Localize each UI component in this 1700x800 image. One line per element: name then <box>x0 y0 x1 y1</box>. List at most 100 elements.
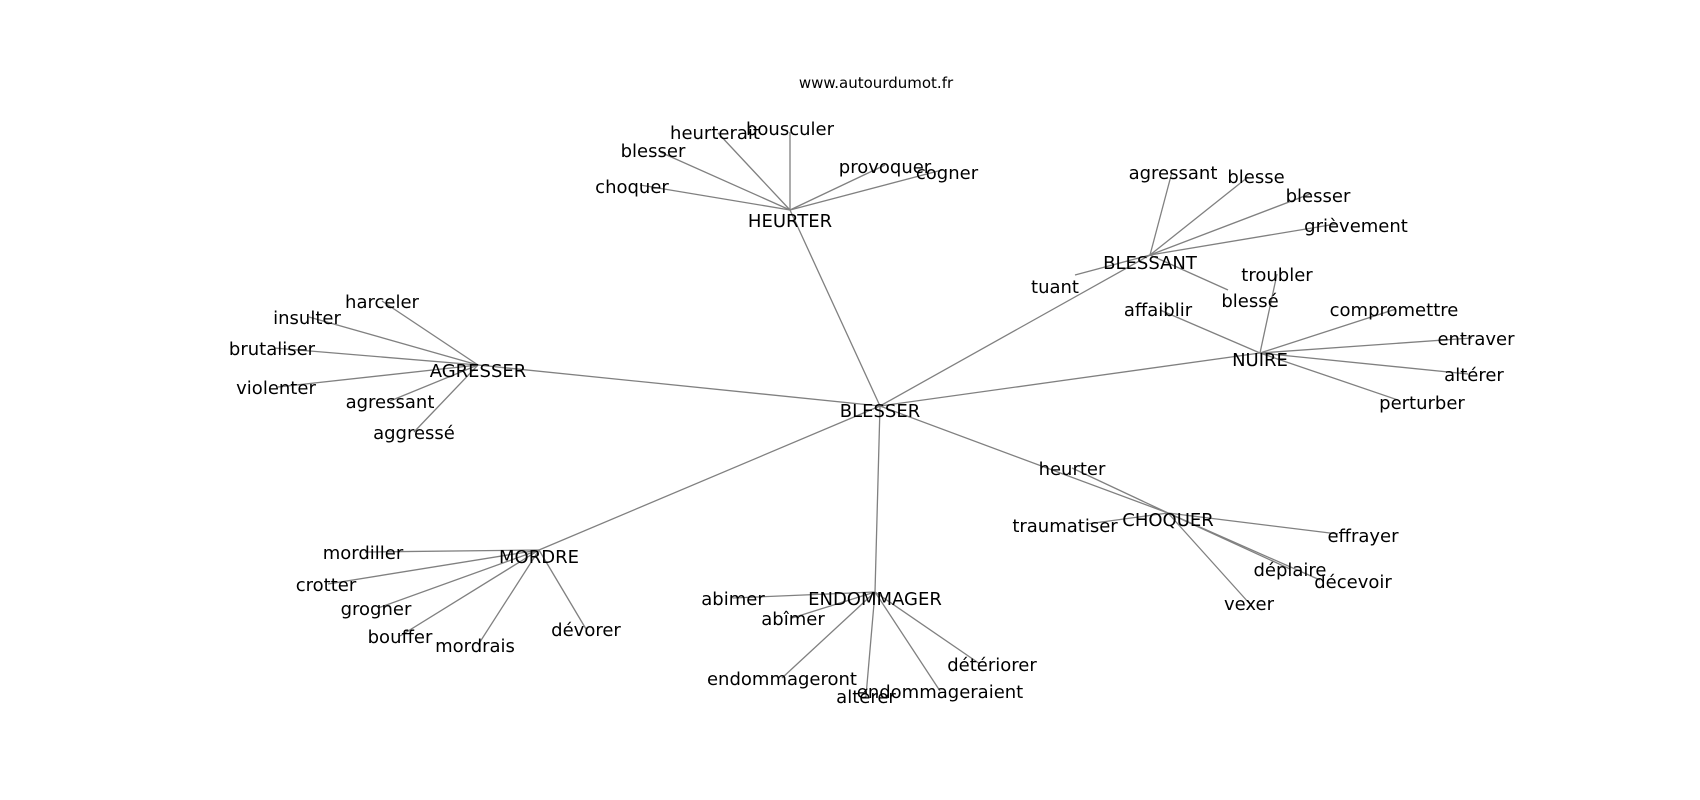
edge-center-heurter <box>789 209 881 407</box>
word-node-agresser-4[interactable]: agressant <box>346 392 435 413</box>
edge-center-blessant <box>879 254 1151 407</box>
word-node-endommager-4[interactable]: altérer <box>836 687 896 708</box>
cluster-node-blessant[interactable]: BLESSANT <box>1103 253 1198 274</box>
word-node-agresser-2[interactable]: brutaliser <box>229 339 316 360</box>
word-node-blessant-0[interactable]: agressant <box>1129 163 1218 184</box>
word-node-heurter-4[interactable]: provoquer <box>839 157 932 178</box>
word-node-heurter-0[interactable]: heurterait <box>670 123 760 144</box>
word-node-mordre-1[interactable]: crotter <box>296 575 357 596</box>
word-node-blessant-1[interactable]: blesse <box>1227 167 1284 188</box>
edge-mordre-4 <box>477 549 540 646</box>
edge-agresser-4 <box>389 364 479 402</box>
edge-heurter-2 <box>659 151 791 211</box>
cluster-node-mordre[interactable]: MORDRE <box>499 547 579 568</box>
graph-labels: www.autourdumot.fr BLESSER HEURTER heurter… <box>229 74 1515 708</box>
word-node-choquer-2[interactable]: effrayer <box>1327 526 1399 547</box>
edge-agresser-3 <box>277 364 479 388</box>
word-node-nuire-1[interactable]: affaiblir <box>1124 300 1193 321</box>
graph-edges <box>273 132 1473 697</box>
edge-mordre-1 <box>327 549 540 585</box>
word-node-nuire-3[interactable]: entraver <box>1437 329 1515 350</box>
word-node-nuire-0[interactable]: troubler <box>1241 265 1313 286</box>
word-node-blessant-3[interactable]: grièvement <box>1304 216 1408 237</box>
word-node-blessant-2[interactable]: blesser <box>1286 186 1351 207</box>
word-node-choquer-5[interactable]: vexer <box>1224 594 1275 615</box>
cluster-node-nuire[interactable]: NUIRE <box>1232 350 1288 371</box>
center-node-label[interactable]: BLESSER <box>840 401 920 422</box>
word-node-agresser-0[interactable]: harceler <box>345 292 419 313</box>
edge-nuire-2 <box>1259 308 1397 354</box>
cluster-node-endommager[interactable]: ENDOMMAGER <box>808 589 942 610</box>
word-node-endommager-3[interactable]: endommageront <box>707 669 857 690</box>
edge-agresser-2 <box>273 347 479 366</box>
edge-choquer-0 <box>1071 467 1169 514</box>
cluster-node-choquer[interactable]: CHOQUER <box>1122 510 1214 531</box>
word-node-agresser-3[interactable]: violenter <box>236 378 316 399</box>
edge-agresser-0 <box>381 300 479 366</box>
edge-blessant-4 <box>1074 254 1151 276</box>
word-node-choquer-4[interactable]: décevoir <box>1314 572 1392 593</box>
edge-blessant-2 <box>1149 193 1311 256</box>
edge-center-choquer <box>879 405 1169 514</box>
word-node-mordre-5[interactable]: dévorer <box>551 620 621 641</box>
word-node-heurter-2[interactable]: blesser <box>621 141 686 162</box>
edge-endommager-3 <box>781 591 876 679</box>
edge-mordre-2 <box>377 549 540 609</box>
edge-blessant-0 <box>1149 171 1173 256</box>
edge-endommager-2 <box>874 591 981 665</box>
edge-center-endommager <box>874 405 881 593</box>
word-node-endommager-5[interactable]: endommageraient <box>857 682 1024 703</box>
edge-nuire-5 <box>1259 352 1399 401</box>
edge-agresser-5 <box>413 364 479 433</box>
word-node-choquer-0[interactable]: heurter <box>1039 459 1106 480</box>
word-node-heurter-3[interactable]: choquer <box>595 177 669 198</box>
edge-blessant-5 <box>1149 254 1229 291</box>
word-node-mordre-4[interactable]: mordrais <box>435 636 515 657</box>
word-node-nuire-4[interactable]: altérer <box>1444 365 1504 386</box>
edge-nuire-3 <box>1259 337 1473 354</box>
edge-blessant-3 <box>1149 223 1337 256</box>
edge-center-agresser <box>477 364 881 407</box>
edge-endommager-1 <box>791 591 876 619</box>
word-node-nuire-2[interactable]: compromettre <box>1330 300 1459 321</box>
word-node-endommager-2[interactable]: détériorer <box>947 655 1037 676</box>
word-node-heurter-5[interactable]: cogner <box>916 163 979 184</box>
edge-heurter-4 <box>789 164 886 211</box>
edge-nuire-1 <box>1159 309 1261 354</box>
word-node-nuire-5[interactable]: perturber <box>1379 393 1465 414</box>
cluster-node-agresser[interactable]: AGRESSER <box>430 361 527 382</box>
edge-mordre-3 <box>399 549 540 637</box>
source-url[interactable]: www.autourdumot.fr <box>799 74 954 92</box>
edge-nuire-4 <box>1259 352 1469 375</box>
edge-endommager-5 <box>874 591 941 692</box>
edge-endommager-0 <box>732 591 876 599</box>
cluster-node-heurter[interactable]: HEURTER <box>748 211 832 232</box>
word-node-agresser-1[interactable]: insulter <box>273 308 341 329</box>
word-node-mordre-3[interactable]: bouffer <box>368 627 433 648</box>
edge-endommager-4 <box>865 591 876 697</box>
word-node-choquer-1[interactable]: traumatiser <box>1012 516 1118 537</box>
edge-choquer-2 <box>1167 512 1339 535</box>
word-node-endommager-0[interactable]: abimer <box>701 589 765 610</box>
word-node-blessant-4[interactable]: tuant <box>1031 277 1079 298</box>
edge-nuire-0 <box>1259 273 1278 354</box>
edge-mordre-5 <box>538 549 587 630</box>
word-node-heurter-1[interactable]: bousculer <box>746 119 835 140</box>
edge-center-nuire <box>879 352 1261 407</box>
word-node-choquer-3[interactable]: déplaire <box>1253 560 1326 581</box>
word-node-blessant-5[interactable]: blessé <box>1221 291 1278 312</box>
edge-blessant-1 <box>1149 176 1249 256</box>
word-node-mordre-2[interactable]: grogner <box>341 599 412 620</box>
word-node-agresser-5[interactable]: aggressé <box>373 423 455 444</box>
edge-center-mordre <box>538 405 881 551</box>
edge-heurter-5 <box>789 169 943 211</box>
edge-choquer-1 <box>1086 512 1169 525</box>
edge-heurter-3 <box>639 184 791 211</box>
word-node-mordre-0[interactable]: mordiller <box>323 543 404 564</box>
edge-heurter-0 <box>717 132 791 211</box>
edge-choquer-4 <box>1167 512 1321 581</box>
word-node-endommager-1[interactable]: abîmer <box>761 609 825 630</box>
edge-mordre-0 <box>364 549 540 553</box>
edge-choquer-5 <box>1167 512 1250 604</box>
